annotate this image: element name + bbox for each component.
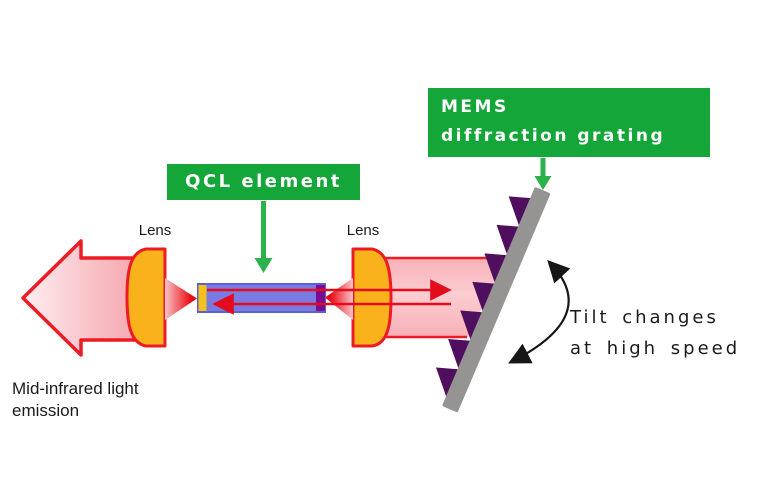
lens-left-label: Lens [138,222,172,239]
qcl-element-label-text: QCL element [185,171,342,192]
qcl-element-label: QCL element [167,164,360,200]
emission-caption-line1: Mid-infrared light [12,379,139,398]
tilt-arc-arrow [508,259,571,364]
qcl-bar [197,283,326,313]
qcl-facet-left [198,285,207,311]
tilt-caption: Tilt changes at high speed [570,302,740,364]
mems-grating-label: MEMS diffraction grating [428,88,710,157]
mems-grating [435,187,551,413]
mems-label-line1: MEMS [441,97,509,117]
lens-right [351,247,393,348]
qcl-facet-right [316,285,325,311]
mems-pointer-arrow [534,158,552,190]
emission-caption: Mid-infrared light emission [12,378,139,422]
lens-right-label: Lens [346,222,380,239]
lens-left [125,247,167,348]
grating-bar [442,187,551,413]
emission-caption-line2: emission [12,401,80,420]
grating-teeth [435,196,531,397]
qcl-pointer-arrow [254,201,273,273]
focus-cone-left [165,278,197,320]
tilt-caption-line2: at high speed [570,338,741,359]
tilt-caption-line1: Tilt changes [570,307,719,328]
mems-label-line2: diffraction grating [441,126,666,146]
focus-cone-right [325,278,353,320]
